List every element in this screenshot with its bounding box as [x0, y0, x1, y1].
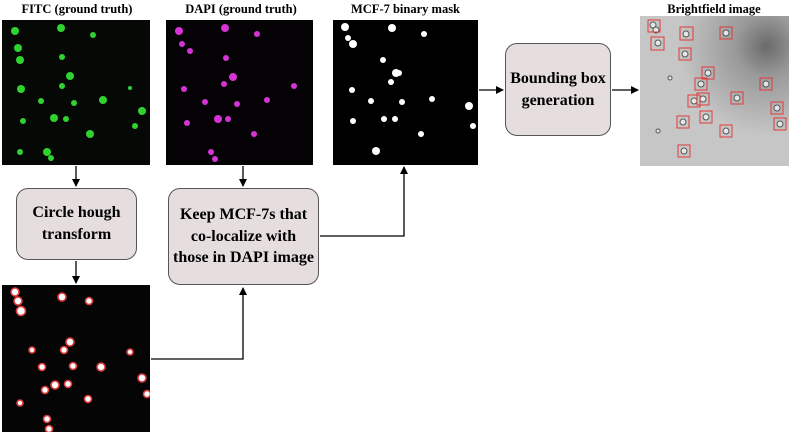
- fitc-image: [2, 20, 150, 165]
- bounding-box-step: Bounding box generation: [505, 43, 611, 136]
- hough-detection-image: [2, 285, 150, 432]
- brightfield-image: [640, 16, 789, 166]
- arrow-detection-to-colocalize: [151, 287, 247, 360]
- brightfield-title: Brightfield image: [667, 2, 761, 16]
- binary-mask-image: [333, 20, 478, 165]
- fitc-title: FITC (ground truth): [21, 2, 133, 16]
- circle-hough-step: Circle hough transform: [16, 188, 137, 260]
- dapi-image: [166, 20, 313, 165]
- dapi-title: DAPI (ground truth): [185, 2, 297, 16]
- arrow-colocalize-to-mask: [320, 166, 408, 237]
- mask-title: MCF-7 binary mask: [350, 2, 461, 16]
- colocalize-step: Keep MCF-7s that co-localize with those …: [168, 188, 319, 285]
